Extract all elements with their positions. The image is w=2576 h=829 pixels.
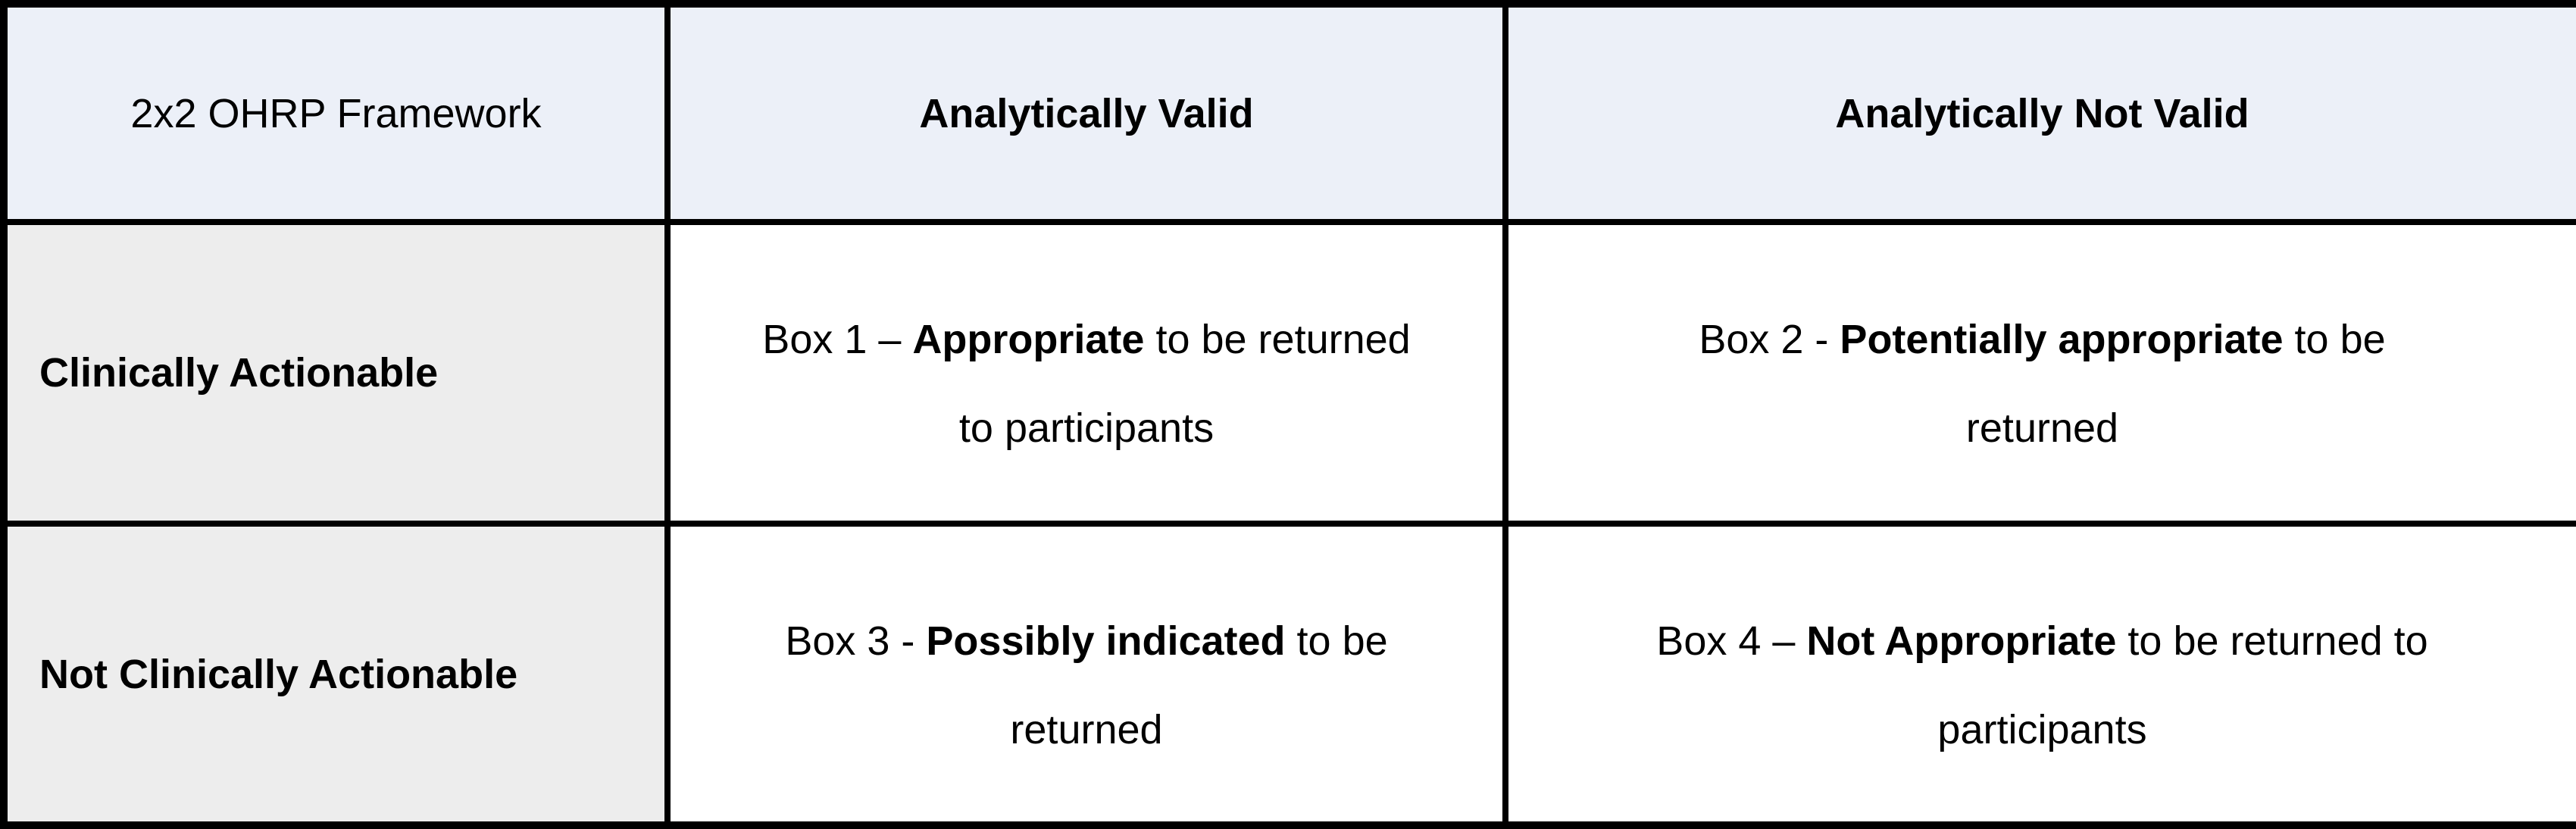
- box4-rest: to be returned to: [2116, 618, 2428, 664]
- box2-line2: returned: [1965, 405, 2119, 451]
- row-label-clinically-actionable: Clinically Actionable: [1, 219, 671, 527]
- box1-line1: Box 1 – Appropriate to be returned: [693, 296, 1480, 384]
- box4-line1: Box 4 – Not Appropriate to be returned t…: [1531, 597, 2553, 686]
- box3-cell: Box 3 - Possibly indicated to be returne…: [664, 521, 1508, 828]
- box4-cell: Box 4 – Not Appropriate to be returned t…: [1502, 521, 2576, 828]
- box3-prefix: Box 3 -: [785, 618, 927, 664]
- corner-header-cell: 2x2 OHRP Framework: [1, 1, 671, 225]
- row-not-clinically-actionable: Not Clinically Actionable Box 3 - Possib…: [1, 521, 2576, 828]
- box1-prefix: Box 1 –: [762, 317, 913, 362]
- box2-prefix: Box 2 -: [1699, 317, 1840, 362]
- box1-cell: Box 1 – Appropriate to be returned to pa…: [664, 219, 1508, 527]
- box2-rest: to be: [2283, 317, 2386, 362]
- row-clinically-actionable: Clinically Actionable Box 1 – Appropriat…: [1, 219, 2576, 527]
- box1-bold-term: Appropriate: [912, 317, 1145, 362]
- box3-rest: to be: [1285, 618, 1388, 664]
- box3-line2: returned: [1010, 706, 1163, 752]
- box1-line2: to participants: [958, 405, 1215, 451]
- column-header-analytically-not-valid: Analytically Not Valid: [1502, 1, 2576, 225]
- box1-rest: to be returned: [1144, 317, 1411, 362]
- box2-bold-term: Potentially appropriate: [1840, 317, 2284, 362]
- box4-prefix: Box 4 –: [1656, 618, 1807, 664]
- box2-line1: Box 2 - Potentially appropriate to be: [1531, 296, 2553, 384]
- box4-line2: participants: [1937, 706, 2147, 752]
- box2-cell: Box 2 - Potentially appropriate to be re…: [1502, 219, 2576, 527]
- box4-bold-term: Not Appropriate: [1806, 618, 2117, 664]
- row-label-not-clinically-actionable: Not Clinically Actionable: [1, 521, 671, 828]
- box3-bold-term: Possibly indicated: [926, 618, 1286, 664]
- header-row: 2x2 OHRP Framework Analytically Valid An…: [1, 1, 2576, 225]
- column-header-analytically-valid: Analytically Valid: [664, 1, 1508, 225]
- box3-line1: Box 3 - Possibly indicated to be: [693, 597, 1480, 686]
